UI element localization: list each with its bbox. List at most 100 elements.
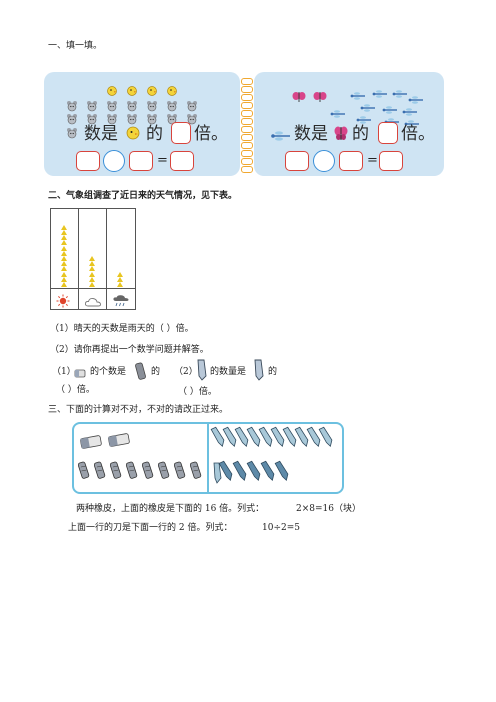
dragonfly-icon: [408, 90, 424, 109]
chart-mark-cloudy: [89, 256, 95, 261]
right-answer-box-1[interactable]: [378, 122, 398, 144]
chart-mark-cloudy: [89, 266, 95, 272]
binder-ring: [241, 150, 253, 157]
left-sentence-c: 倍。: [194, 124, 228, 144]
chart-mark-sunny: [61, 224, 67, 230]
mouse-icon: [66, 124, 78, 143]
section3-line1-text: 两种橡皮，上面的橡皮是下面的 16 倍。列式：: [76, 504, 265, 514]
left-eq-box-1[interactable]: [76, 151, 100, 171]
eraser-icon: [74, 364, 86, 378]
dragonfly-icon: [356, 110, 372, 129]
left-equals: =: [157, 153, 168, 168]
pencil-sharpener-icon: [141, 460, 154, 484]
chart-mark-sunny: [61, 266, 67, 272]
knife-icon: [245, 459, 265, 487]
mouse-icon: [126, 110, 138, 129]
left-sentence-a: 数是: [84, 124, 118, 144]
right-eq-box-1[interactable]: [285, 151, 309, 171]
eraser-icon: [79, 431, 104, 454]
right-eq-operator-circle[interactable]: [313, 150, 335, 172]
left-eq-operator-circle[interactable]: [103, 150, 125, 172]
chart-mark-rain: [117, 276, 123, 282]
pencil-sharpener-icon: [125, 460, 138, 484]
binder-ring: [241, 110, 253, 117]
knife-icon: [259, 459, 279, 487]
dragonfly-icon: [392, 84, 408, 103]
pencil-sharpener-icon: [173, 460, 186, 484]
knife-icon-2: [252, 358, 266, 382]
left-sentence-b: 的: [146, 124, 163, 144]
dragonfly-icon: [330, 104, 346, 123]
knife-icon: [273, 459, 293, 487]
binder-ring: [241, 118, 253, 125]
right-equals: =: [367, 153, 378, 168]
question-2: （2）请你再提出一个数学问题并解答。: [50, 345, 209, 355]
sub1-text-c: 的: [151, 367, 161, 377]
knife-icon: [305, 425, 325, 453]
chick-icon: [106, 82, 118, 101]
chart-column-divider: [106, 208, 107, 310]
sunny-icon: [56, 293, 70, 312]
butterfly-icon: [334, 125, 348, 141]
chart-mark-cloudy: [89, 271, 95, 277]
knife-icon: [231, 459, 251, 487]
mouse-icon: [166, 97, 178, 116]
chick-icon: [166, 82, 178, 101]
chart-mark-sunny: [61, 230, 67, 235]
sub1-text-d: （ ）倍。: [56, 385, 95, 395]
butterfly-icon: [292, 88, 306, 107]
chart-icon-row-divider: [50, 288, 136, 289]
dragonfly-icon: [270, 127, 292, 141]
right-eq-box-3[interactable]: [379, 151, 403, 171]
dragonfly-icon: [382, 100, 398, 119]
chart-frame: [50, 208, 136, 310]
pencil-sharpener-icon: [109, 460, 122, 484]
section2-title: 二、气象组调查了近日来的天气情况，见下表。: [48, 191, 238, 201]
right-sentence-a: 数是: [294, 124, 328, 144]
knife-icon: [212, 462, 222, 488]
mouse-icon: [126, 97, 138, 116]
question-1: （1）晴天的天数是雨天的（ ）倍。: [50, 324, 194, 334]
section3-line2-formula: 10÷2=5: [262, 523, 300, 533]
chart-mark-sunny: [61, 250, 67, 256]
mouse-icon: [146, 97, 158, 116]
knife-icon: [245, 425, 265, 453]
pencil-sharpener-icon: [93, 460, 106, 484]
left-eq-box-3[interactable]: [170, 151, 194, 171]
dragonfly-icon: [350, 86, 366, 105]
knife-icon: [293, 425, 313, 453]
pencil-sharpener-icon: [189, 460, 202, 484]
mouse-icon: [86, 97, 98, 116]
section3-title: 三、下面的计算对不对，不对的请改正过来。: [48, 405, 229, 415]
knife-icon: [269, 425, 289, 453]
mouse-icon: [66, 110, 78, 129]
mouse-icon: [186, 110, 198, 129]
chart-mark-cloudy: [89, 282, 95, 287]
chart-mark-sunny: [61, 276, 67, 282]
binder-ring: [241, 158, 253, 165]
dragonfly-icon: [402, 102, 418, 121]
eraser-icon: [107, 429, 132, 452]
knife-icon: [195, 358, 209, 382]
chart-mark-cloudy: [89, 276, 95, 282]
knife-icon: [257, 425, 277, 453]
dragonfly-icon: [404, 114, 420, 133]
chick-icon: [125, 125, 141, 141]
sub2-text-d: （ ）倍。: [178, 387, 217, 397]
binder-ring: [241, 102, 253, 109]
dragonfly-icon: [360, 98, 376, 117]
left-eq-box-2[interactable]: [129, 151, 153, 171]
binder-ring: [241, 126, 253, 133]
left-answer-box-1[interactable]: [171, 122, 191, 144]
sub1-prefix: （1）: [52, 367, 76, 377]
chart-mark-sunny: [61, 240, 67, 246]
sub1-text-b: 的个数是: [90, 367, 127, 377]
sub2-text-b: 的数量是: [210, 367, 247, 377]
knife-icon: [217, 459, 237, 487]
binder-ring: [241, 78, 253, 85]
chart-mark-sunny: [61, 271, 67, 277]
mouse-icon: [106, 97, 118, 116]
right-eq-box-2[interactable]: [339, 151, 363, 171]
chart-column-divider: [78, 208, 79, 310]
knife-icon: [221, 425, 241, 453]
